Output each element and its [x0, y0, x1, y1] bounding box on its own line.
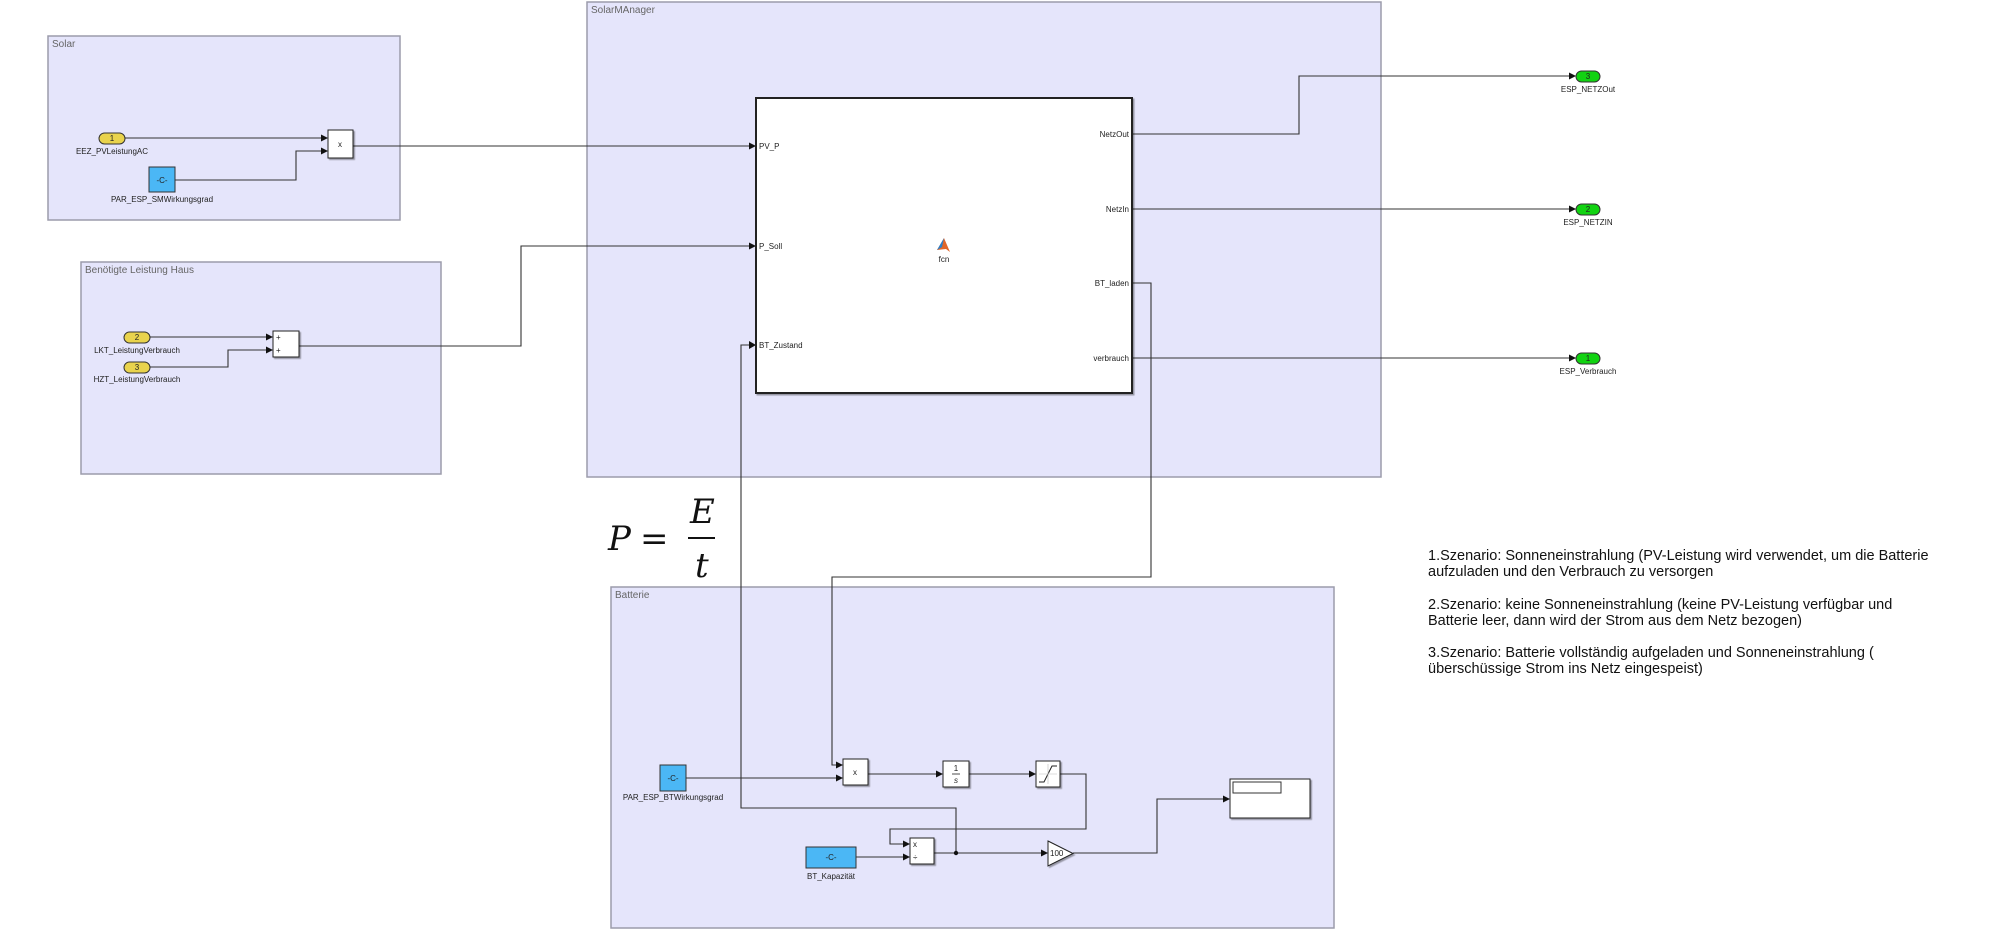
note-scenario-2-line-2: Batterie leer, dann wird der Strom aus d… [1428, 613, 1802, 629]
constant-label: PAR_ESP_SMWirkungsgrad [111, 195, 213, 204]
outport-number: 2 [1586, 205, 1591, 214]
note-scenario-1-line-1: 1.Szenario: Sonneneinstrahlung (PV-Leist… [1428, 548, 1929, 564]
area-title-solarmanager: SolarMAnager [591, 5, 656, 16]
inport-label: LKT_LeistungVerbrauch [94, 346, 180, 355]
wire-bt-zustand[interactable] [740, 344, 957, 853]
outport-number: 3 [1586, 72, 1591, 81]
note-scenario-3-line-1: 3.Szenario: Batterie vollständig aufgela… [1428, 645, 1874, 661]
note-scenario-3-line-2: überschüssige Strom ins Netz eingespeist… [1428, 661, 1703, 677]
fcn-output-netzin: NetzIn [1106, 205, 1129, 214]
inport-label: HZT_LeistungVerbrauch [94, 375, 181, 384]
fcn-input-pv-p: PV_P [759, 142, 779, 151]
fcn-output-verbrauch: verbrauch [1093, 354, 1129, 363]
formula-lhs: P [607, 519, 632, 559]
outport-label: ESP_Verbrauch [1560, 367, 1617, 376]
inport-eez-pvleistungac[interactable]: 1 EEZ_PVLeistungAC [76, 132, 148, 156]
wire-netzout[interactable] [1132, 72, 1576, 135]
outport-esp-netzin[interactable]: 2 ESP_NETZIN [1563, 203, 1613, 227]
area-title-batterie: Batterie [615, 590, 650, 601]
constant-sm-wirkungsgrad[interactable]: -C- PAR_ESP_SMWirkungsgrad [111, 166, 213, 204]
branch-junction [953, 850, 959, 856]
wire-eff-to-product[interactable] [175, 147, 328, 181]
integrator-numerator: 1 [954, 764, 959, 773]
formula-annotation: P = E t [600, 490, 728, 586]
wire-saturation-to-divide[interactable] [889, 773, 1087, 848]
wire-hzt-to-sum[interactable] [150, 346, 273, 368]
product-sign: x [338, 140, 342, 149]
display-block[interactable] [1229, 778, 1311, 819]
constant-value: -C- [156, 176, 167, 185]
inport-label: EEZ_PVLeistungAC [76, 147, 148, 156]
sum-block[interactable]: + + [272, 330, 300, 358]
gain-block[interactable]: 100 [1047, 840, 1075, 867]
saturation-block[interactable] [1035, 760, 1061, 788]
outport-label: ESP_NETZOut [1561, 85, 1616, 94]
fcn-name: fcn [939, 255, 950, 264]
divide-sign-multiply: x [913, 840, 917, 849]
constant-label: PAR_ESP_BTWirkungsgrad [623, 793, 723, 802]
constant-label: BT_Kapazität [807, 872, 856, 881]
note-scenario-1-line-2: aufzuladen und den Verbrauch zu versorge… [1428, 564, 1713, 580]
display-value-field [1232, 781, 1282, 794]
wire-p-soll[interactable] [299, 242, 756, 347]
outport-label: ESP_NETZIN [1563, 218, 1613, 227]
fcn-input-p-soll: P_Soll [759, 242, 782, 251]
sum-sign-1: + [276, 333, 281, 342]
product-block-solar[interactable]: x [327, 129, 354, 159]
fcn-output-netzout: NetzOut [1100, 130, 1130, 139]
outport-esp-netzout[interactable]: 3 ESP_NETZOut [1561, 70, 1616, 94]
formula-numerator: E [689, 492, 715, 532]
note-scenario-2-line-1: 2.Szenario: keine Sonneneinstrahlung (ke… [1428, 597, 1892, 613]
integrator-block[interactable]: 1 s [942, 760, 970, 788]
area-title-haus: Benötigte Leistung Haus [85, 265, 194, 276]
formula-denominator: t [695, 546, 709, 586]
area-batterie[interactable]: Batterie [610, 586, 1335, 929]
gain-value: 100 [1050, 849, 1064, 858]
formula-eq: = [640, 519, 669, 559]
product-block-batterie[interactable]: x [842, 758, 869, 786]
wire-gain-to-display[interactable] [1073, 795, 1230, 854]
area-solar[interactable]: Solar [47, 35, 401, 221]
signal-lines [125, 72, 1576, 861]
sum-sign-2: + [276, 346, 281, 355]
integrator-denominator: s [954, 776, 958, 785]
divide-block[interactable]: x ÷ [909, 837, 935, 865]
inport-number: 1 [110, 134, 115, 143]
outport-esp-verbrauch[interactable]: 1 ESP_Verbrauch [1560, 352, 1617, 376]
outport-number: 1 [1586, 354, 1591, 363]
inport-number: 3 [135, 363, 140, 372]
area-title-solar: Solar [52, 39, 76, 50]
inport-number: 2 [135, 333, 140, 342]
product-sign: x [853, 768, 857, 777]
constant-value: -C- [667, 774, 678, 783]
matlab-function-block[interactable]: PV_P P_Soll BT_Zustand NetzOut NetzIn BT… [755, 97, 1133, 394]
inport-hzt-leistungverbrauch[interactable]: 3 HZT_LeistungVerbrauch [94, 361, 181, 384]
divide-sign-divide: ÷ [913, 853, 918, 862]
wire-bt-laden[interactable] [831, 282, 1152, 769]
fcn-output-bt-laden: BT_laden [1095, 279, 1129, 288]
constant-value: -C- [825, 853, 836, 862]
fcn-input-bt-zustand: BT_Zustand [759, 341, 803, 350]
constant-bt-kapazitaet[interactable]: -C- BT_Kapazität [805, 846, 857, 881]
matlab-logo-icon [937, 238, 950, 252]
scenario-notes: 1.Szenario: Sonneneinstrahlung (PV-Leist… [1428, 548, 1929, 677]
inport-lkt-leistungverbrauch[interactable]: 2 LKT_LeistungVerbrauch [94, 331, 180, 355]
constant-bt-wirkungsgrad[interactable]: -C- PAR_ESP_BTWirkungsgrad [623, 764, 723, 802]
